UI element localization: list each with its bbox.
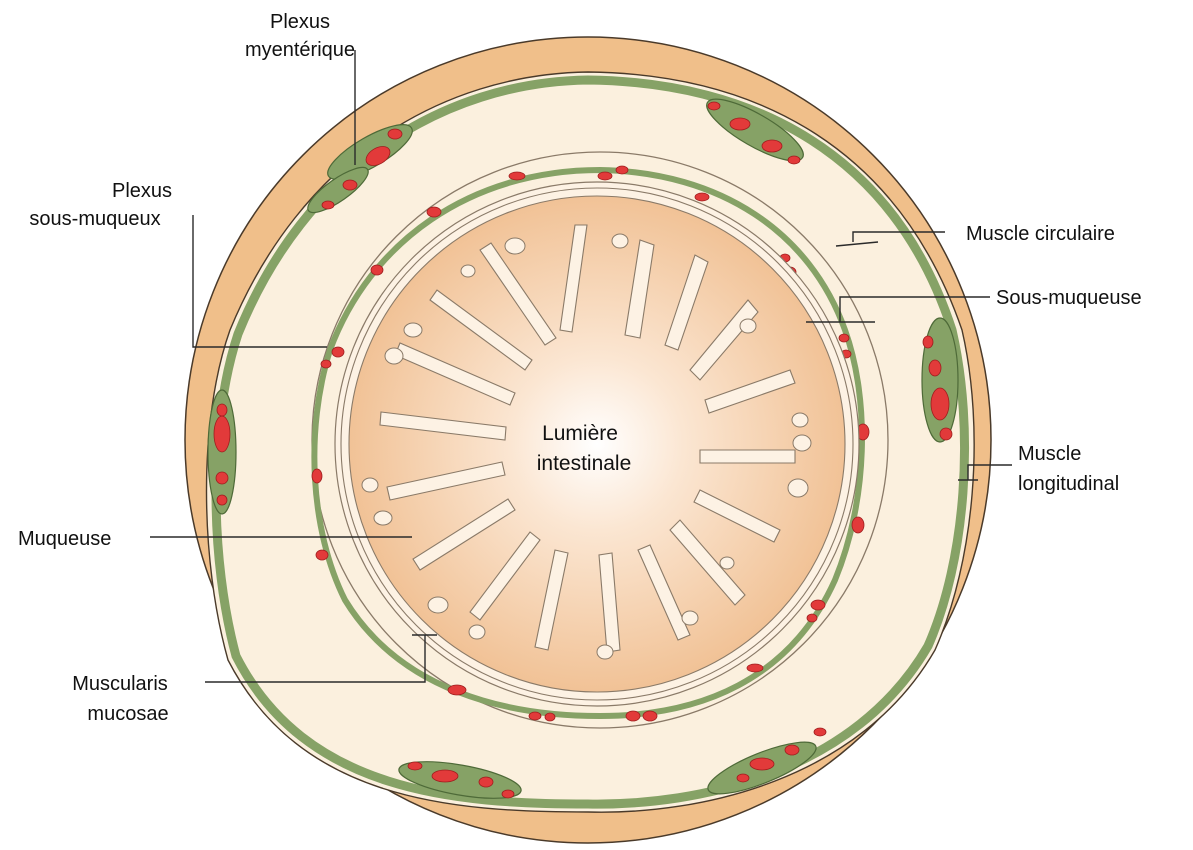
label-lumiere-intestinale-line1: Lumière bbox=[542, 422, 618, 445]
label-plexus-myenterique-line2: myentérique bbox=[245, 39, 355, 61]
label-lumiere-intestinale-line2: intestinale bbox=[537, 452, 632, 475]
label-plexus-sous-muqueux-line1: Plexus bbox=[112, 180, 172, 202]
label-plexus-myenterique-line1: Plexus bbox=[270, 11, 330, 33]
label-muscularis-mucosae-line1: Muscularis bbox=[72, 673, 168, 695]
label-plexus-sous-muqueux-line2: sous-muqueux bbox=[29, 208, 160, 230]
label-muscle-circulaire: Muscle circulaire bbox=[966, 223, 1115, 245]
label-muscle-longitudinal-line2: longitudinal bbox=[1018, 473, 1119, 495]
label-sous-muqueuse: Sous-muqueuse bbox=[996, 287, 1142, 309]
label-muscularis-mucosae-line2: mucosae bbox=[87, 703, 168, 725]
label-muscle-longitudinal-line1: Muscle bbox=[1018, 443, 1081, 465]
label-muqueuse: Muqueuse bbox=[18, 528, 111, 550]
